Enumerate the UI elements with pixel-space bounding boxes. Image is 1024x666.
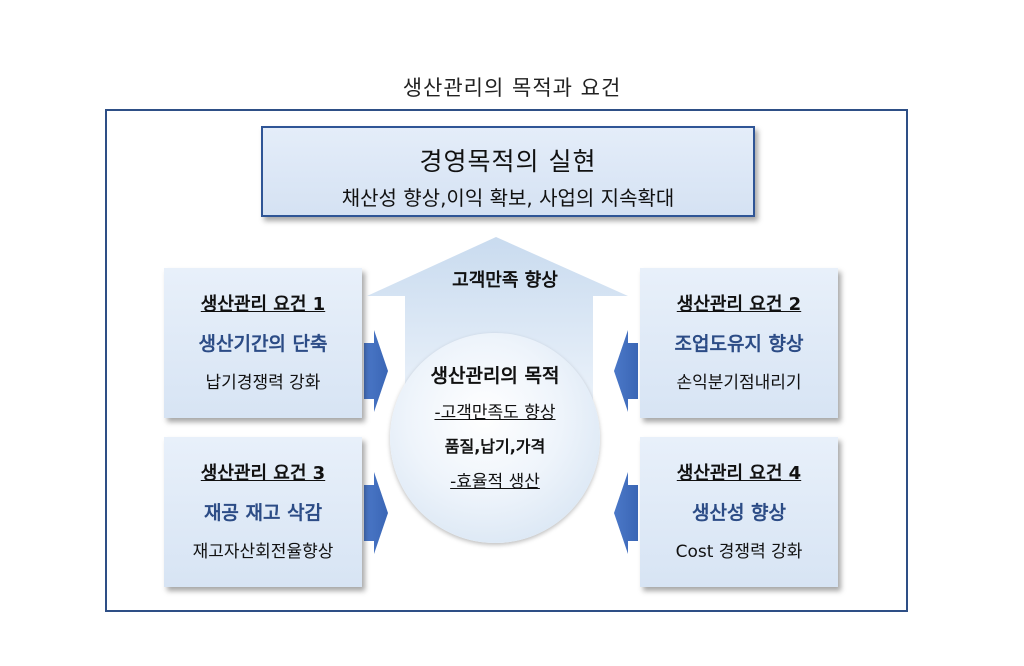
requirement-desc: 납기경쟁력 강화 xyxy=(205,373,321,393)
purpose-circle: 생산관리의 목적 -고객만족도 향상 품질,납기,가격 -효율적 생산 xyxy=(390,333,600,543)
requirement-title: 생산관리 요건 1 xyxy=(200,294,326,315)
requirement-title: 생산관리 요건 3 xyxy=(200,463,326,484)
diagram-title: 생산관리의 목적과 요건 xyxy=(402,76,622,100)
requirement-goal: 생산기간의 단축 xyxy=(198,333,328,355)
requirement-desc: 재고자산회전율향상 xyxy=(192,542,334,562)
management-goal-subtitle: 채산성 향상,이익 확보, 사업의 지속확대 xyxy=(341,186,675,210)
arrow-right-top xyxy=(364,330,388,412)
purpose-line-customer: -고객만족도 향상 xyxy=(434,403,556,423)
requirement-goal: 재공 재고 삭감 xyxy=(203,502,323,524)
purpose-line-qdc: 품질,납기,가격 xyxy=(444,437,546,456)
requirement-goal: 생산성 향상 xyxy=(691,502,786,524)
management-goal-title: 경영목적의 실현 xyxy=(419,147,597,176)
arrow-left-top xyxy=(614,330,638,412)
requirement-goal: 조업도유지 향상 xyxy=(674,333,804,355)
requirement-desc: Cost 경쟁력 강화 xyxy=(675,542,803,562)
requirement-desc: 손익분기점내리기 xyxy=(676,373,802,393)
arrow-right-bottom xyxy=(364,472,388,554)
requirement-box-2: 생산관리 요건 2 조업도유지 향상 손익분기점내리기 xyxy=(640,268,838,418)
purpose-title: 생산관리의 목적 xyxy=(430,365,560,387)
requirement-title: 생산관리 요건 2 xyxy=(676,294,802,315)
arrow-left-bottom xyxy=(614,472,638,554)
management-goal-box: 경영목적의 실현 채산성 향상,이익 확보, 사업의 지속확대 xyxy=(261,126,755,217)
requirement-title: 생산관리 요건 4 xyxy=(676,463,802,484)
requirement-box-3: 생산관리 요건 3 재공 재고 삭감 재고자산회전율향상 xyxy=(164,437,362,587)
purpose-line-efficiency: -효율적 생산 xyxy=(450,472,540,492)
up-arrow-label: 고객만족 향상 xyxy=(452,270,558,291)
requirement-box-1: 생산관리 요건 1 생산기간의 단축 납기경쟁력 강화 xyxy=(164,268,362,418)
requirement-box-4: 생산관리 요건 4 생산성 향상 Cost 경쟁력 강화 xyxy=(640,437,838,587)
